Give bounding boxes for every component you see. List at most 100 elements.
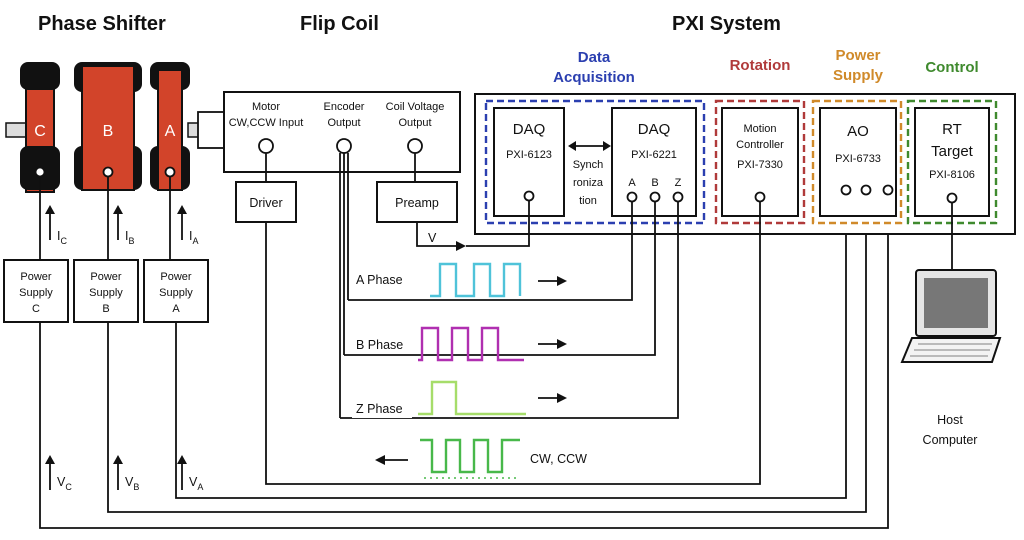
current-label-b: IB bbox=[125, 229, 135, 246]
daq-port-b-label: B bbox=[651, 177, 658, 189]
title-phase-shifter: Phase Shifter bbox=[38, 13, 166, 35]
signal-cw-ccw-waveform bbox=[420, 438, 520, 474]
cell-c-face bbox=[28, 92, 52, 144]
phase-shifter: C B A bbox=[5, 62, 225, 193]
power-supply-a: Power Supply A bbox=[143, 259, 209, 323]
group-power-supply bbox=[811, 99, 903, 225]
signal-cwccw-arrowhead bbox=[375, 455, 385, 465]
encoder-output-line2: Output bbox=[327, 117, 360, 129]
voltage-arrowhead-c bbox=[45, 455, 55, 464]
flip-coil-box bbox=[223, 91, 461, 173]
wire-ao-ch2-to-supply-b bbox=[107, 190, 867, 513]
sync-arrowhead-left bbox=[568, 141, 576, 151]
signal-b-phase-label: B Phase bbox=[356, 338, 403, 352]
host-computer: Host Computer bbox=[900, 269, 1002, 447]
ao-module-title: AO bbox=[847, 123, 869, 140]
ao-module: AO PXI-6733 bbox=[819, 107, 897, 217]
cell-c-terminal bbox=[34, 166, 46, 178]
power-supply-c-box bbox=[3, 259, 69, 323]
coil-voltage-output-line1: Coil Voltage bbox=[386, 101, 445, 113]
heading-data-acquisition: Data Acquisition bbox=[553, 49, 635, 86]
motor-input-line2: CW,CCW Input bbox=[229, 117, 304, 129]
power-supply-c: Power Supply C bbox=[3, 259, 69, 323]
wire-daq1-v bbox=[466, 201, 530, 247]
power-supply-c-line3: C bbox=[32, 303, 40, 315]
wire-driver-cwccw bbox=[265, 222, 430, 485]
motor-input-terminal bbox=[258, 138, 274, 154]
daq-pxi-6221-model: PXI-6221 bbox=[631, 149, 677, 161]
voltage-label-a: VA bbox=[189, 475, 203, 492]
signal-b-phase-waveform bbox=[418, 326, 524, 362]
coil-voltage-terminal bbox=[407, 138, 423, 154]
daq-port-b-terminal bbox=[649, 191, 661, 203]
ao-module-box bbox=[819, 107, 897, 217]
signal-b-label-bg bbox=[352, 334, 412, 354]
signal-b-arrowhead bbox=[557, 339, 567, 349]
daq-pxi-6123-title: DAQ bbox=[513, 121, 546, 138]
signal-a-phase: A Phase bbox=[352, 262, 567, 298]
motion-controller: Motion Controller PXI-7330 bbox=[721, 107, 799, 217]
ao-module-model: PXI-6733 bbox=[835, 153, 881, 165]
motion-controller-terminal bbox=[754, 191, 766, 203]
title-flip-coil: Flip Coil bbox=[300, 13, 379, 35]
daq-port-z-label: Z bbox=[675, 177, 682, 189]
wire-motion-controller bbox=[430, 202, 761, 485]
wire-daq-port-z bbox=[340, 202, 679, 419]
wire-preamp-v bbox=[416, 222, 456, 247]
rt-target-line1: RT bbox=[942, 121, 962, 138]
signal-a-phase-label: A Phase bbox=[356, 273, 403, 287]
current-arrows: IC IB IA bbox=[45, 205, 199, 246]
ao-terminal-1 bbox=[840, 184, 852, 196]
daq-port-z-terminal bbox=[672, 191, 684, 203]
encoder-output-line1: Encoder bbox=[324, 101, 365, 113]
rt-target: RT Target PXI-8106 bbox=[914, 107, 990, 217]
ao-terminal-3 bbox=[882, 184, 894, 196]
signal-z-phase-waveform bbox=[418, 380, 526, 416]
power-supply-b-line2: Supply bbox=[89, 287, 123, 299]
voltage-label-c: VC bbox=[57, 475, 72, 492]
signal-z-label-bg bbox=[352, 398, 412, 418]
sync-line2: roniza bbox=[573, 177, 604, 189]
signal-a-label-bg bbox=[352, 268, 412, 288]
voltage-label-b: VB bbox=[125, 475, 139, 492]
voltage-arrowhead-b bbox=[113, 455, 123, 464]
signal-z-arrowhead bbox=[557, 393, 567, 403]
power-supply-a-line1: Power bbox=[160, 271, 192, 283]
power-supply-a-line3: A bbox=[172, 303, 180, 315]
voltage-arrowhead-a bbox=[177, 455, 187, 464]
motor-input-line1: Motor bbox=[252, 101, 280, 113]
cell-a-terminal bbox=[164, 166, 176, 178]
coil-voltage-output-line2: Output bbox=[398, 117, 431, 129]
wire-daq-port-b bbox=[344, 202, 656, 356]
motion-controller-model: PXI-7330 bbox=[737, 159, 783, 171]
signal-cwccw-label-bg bbox=[528, 448, 586, 468]
voltage-arrows: VC VB VA bbox=[45, 455, 203, 492]
cell-b-terminal bbox=[102, 166, 114, 178]
shifter-cell-a: A bbox=[150, 62, 190, 191]
shaft-left bbox=[5, 122, 27, 138]
current-arrowhead-a bbox=[177, 205, 187, 214]
power-supply-a-line2: Supply bbox=[159, 287, 193, 299]
current-arrowhead-c bbox=[45, 205, 55, 214]
host-computer-line1: Host bbox=[937, 413, 963, 427]
signal-cwccw-waveform-bg bbox=[420, 426, 522, 476]
current-label-a: IA bbox=[189, 229, 199, 246]
preamp-label: Preamp bbox=[395, 196, 439, 210]
sync-line1: Synch bbox=[573, 159, 604, 171]
daq-port-a-label: A bbox=[628, 177, 636, 189]
sync-line3: tion bbox=[579, 195, 597, 207]
v-signal-label: V bbox=[428, 231, 437, 245]
driver-label: Driver bbox=[249, 196, 282, 210]
v-signal-arrowhead bbox=[456, 241, 466, 251]
motion-controller-line1: Motion bbox=[743, 123, 776, 135]
wire-ao-ch3-to-supply-c bbox=[39, 190, 889, 529]
cell-a-label: A bbox=[165, 123, 176, 140]
heading-data-acquisition-line2: Acquisition bbox=[553, 69, 635, 86]
current-label-c: IC bbox=[57, 229, 67, 246]
host-computer-line2: Computer bbox=[923, 433, 978, 447]
rt-target-terminal bbox=[946, 192, 958, 204]
current-arrowhead-b bbox=[113, 205, 123, 214]
driver-box bbox=[235, 181, 297, 223]
daq-pxi-6221: DAQ PXI-6221 A B Z bbox=[611, 107, 697, 217]
